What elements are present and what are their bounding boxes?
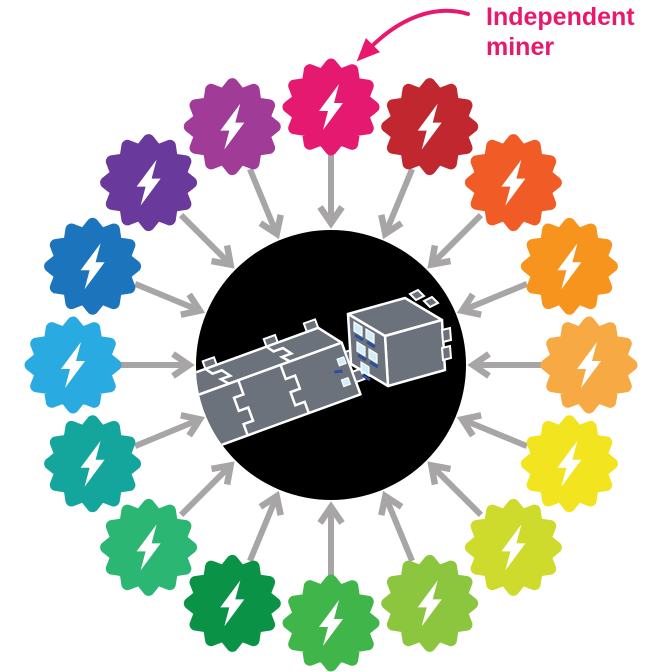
lightning-bolt-icon [319, 600, 343, 646]
blockchain-blocks-icon [196, 288, 453, 478]
lightning-bolt-icon [417, 580, 442, 627]
incoming-arrow-w [119, 351, 195, 379]
incoming-arrow-e [467, 351, 543, 379]
miner-badge-wnw [44, 217, 142, 315]
lightning-bolt-icon [61, 342, 85, 388]
miner-badge-wsw [44, 415, 142, 513]
lightning-bolt-icon [80, 440, 105, 487]
miner-badge-nw [100, 134, 198, 232]
lightning-bolt-icon [220, 580, 245, 627]
lightning-bolt-icon [557, 440, 582, 487]
lightning-bolt-icon [501, 524, 526, 571]
incoming-arrow-ese [456, 412, 529, 449]
lightning-bolt-icon [557, 243, 582, 290]
miner-badge-e [540, 316, 638, 414]
miner-badge-w [24, 316, 122, 414]
incoming-arrow-nw [178, 212, 235, 269]
miner-badge-nne [381, 78, 479, 176]
miner-badge-ene [520, 217, 618, 315]
incoming-arrow-ne [427, 212, 484, 269]
lightning-bolt-icon [417, 103, 442, 150]
lightning-bolt-icon [80, 243, 105, 290]
incoming-arrow-ene [456, 281, 529, 318]
miner-badge-n [282, 58, 380, 156]
incoming-arrow-s [317, 501, 345, 577]
miner-badge-se [464, 498, 562, 596]
lightning-bolt-icon [501, 159, 526, 206]
incoming-arrow-wnw [133, 281, 206, 318]
miner-badge-ssw [183, 554, 281, 652]
miner-arrows-layer [119, 153, 543, 577]
annotation-line1: Independent [486, 3, 635, 31]
incoming-arrow-n [317, 153, 345, 229]
miner-badge-nnw [183, 78, 281, 176]
miner-badge-s [282, 574, 380, 672]
incoming-arrow-sw [178, 461, 235, 518]
lightning-bolt-icon [319, 84, 343, 130]
miner-badges-layer [24, 58, 638, 672]
incoming-arrow-se [427, 461, 484, 518]
incoming-arrow-nne [378, 167, 415, 240]
miner-badge-sse [381, 554, 479, 652]
miner-badge-ne [464, 134, 562, 232]
independent-miner-label: Independent miner [486, 2, 635, 62]
annotation-line2: miner [486, 33, 555, 61]
miner-badge-sw [100, 498, 198, 596]
lightning-bolt-icon [220, 103, 245, 150]
lightning-bolt-icon [136, 159, 161, 206]
incoming-arrow-sse [378, 490, 415, 563]
incoming-arrow-ssw [247, 490, 284, 563]
incoming-arrow-wsw [133, 412, 206, 449]
incoming-arrow-nnw [247, 167, 284, 240]
lightning-bolt-icon [577, 342, 601, 388]
lightning-bolt-icon [136, 524, 161, 571]
new-block-icon [346, 288, 453, 388]
annotation-arrow-icon [356, 8, 470, 62]
miner-badge-ese [520, 415, 618, 513]
